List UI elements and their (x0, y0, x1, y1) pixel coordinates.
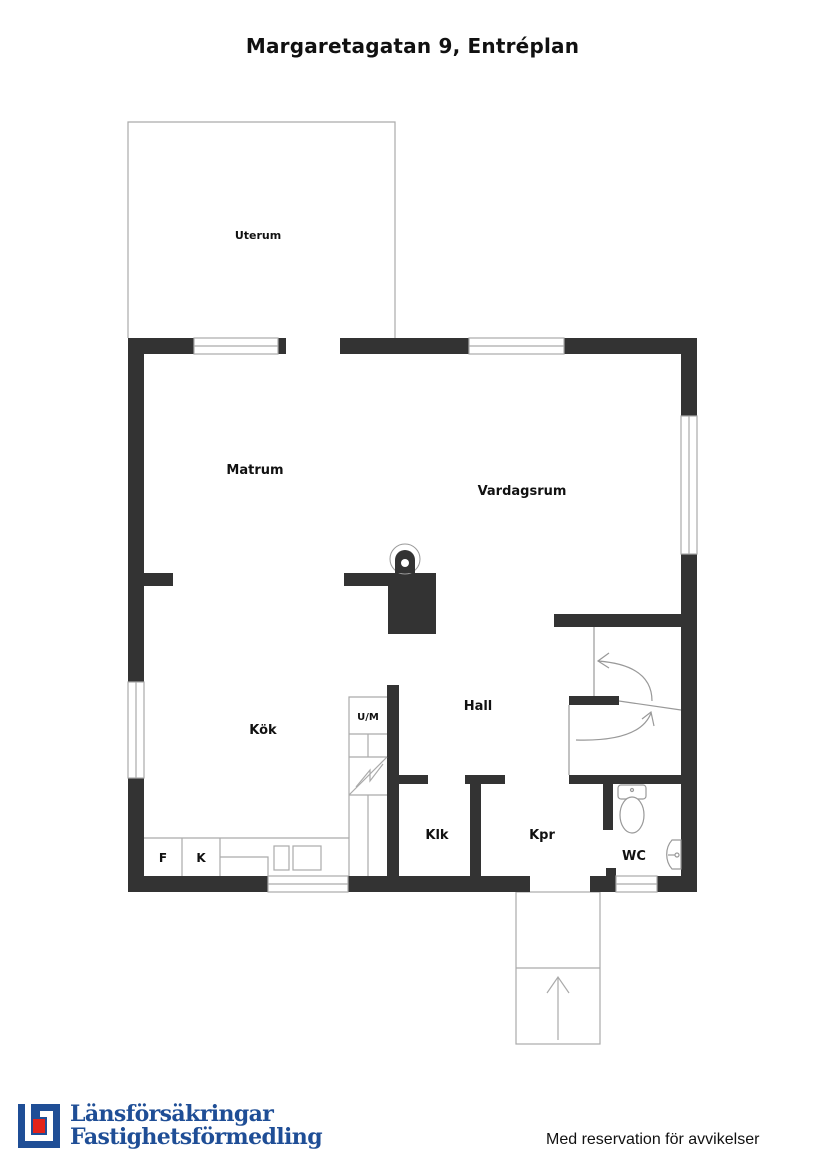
uterum-outline (127, 121, 396, 338)
fixture-label-freezer: K (196, 851, 206, 865)
room-label-kok: Kök (249, 723, 277, 738)
room-label-hall: Hall (464, 699, 493, 714)
sink-basin-left (273, 845, 290, 871)
toilet-icon (617, 784, 647, 834)
electric-symbol-icon (355, 763, 384, 788)
stair-arrow-up-curve (597, 660, 653, 702)
interior-walls (144, 573, 681, 876)
fixture-label-fridge: F (159, 851, 167, 865)
room-label-matrum: Matrum (226, 463, 283, 478)
disclaimer-text: Med reservation för avvikelser (546, 1131, 760, 1148)
staircase (568, 627, 682, 775)
room-label-vardagsrum: Vardagsrum (478, 484, 567, 499)
entrance-arrow-head (546, 975, 570, 994)
page-title: Margaretagatan 9, Entréplan (245, 34, 580, 58)
brand-name-line2: Fastighetsförmedling (70, 1124, 323, 1150)
fireplace-block (388, 573, 436, 634)
entrance-steps (515, 891, 601, 1045)
room-label-uterum: Uterum (235, 229, 281, 242)
kitchen-counters (144, 696, 388, 876)
washbasin-icon (666, 839, 682, 870)
room-label-klk: Klk (425, 828, 449, 843)
brand-name-line1: Länsförsäkringar (70, 1101, 274, 1127)
sink-basin-right (292, 845, 322, 871)
stair-arrow-lower-curve (575, 712, 652, 741)
brand-logo-icon (18, 1104, 60, 1148)
stove-icon (389, 543, 421, 575)
exterior-walls (128, 338, 697, 892)
room-label-kpr: Kpr (529, 828, 555, 843)
room-label-wc: WC (622, 849, 646, 864)
brand-logo: Länsförsäkringar Fastighetsförmedling (18, 1101, 323, 1150)
fixture-label-washer-dryer: U/M (357, 712, 379, 723)
windows (127, 337, 698, 893)
